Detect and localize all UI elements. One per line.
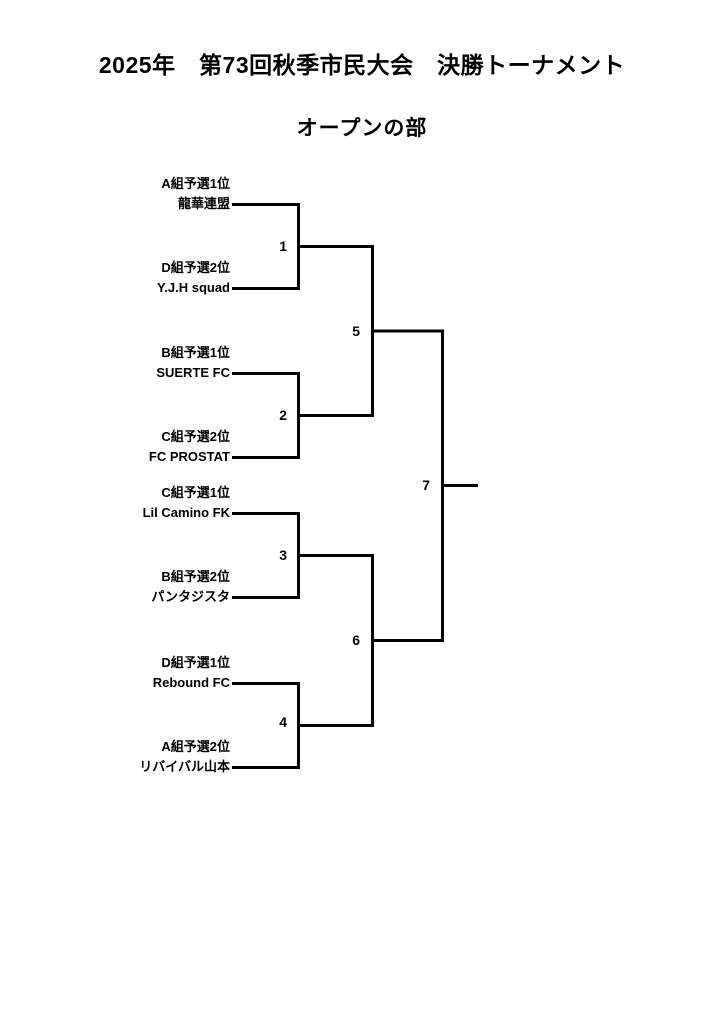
team-name: FC PROSTAT: [148, 449, 230, 464]
team-slot-c2: C組予選2位 FC PROSTAT: [149, 429, 230, 465]
team-seed: D組予選1位: [161, 655, 230, 670]
match-number-6: 6: [352, 632, 360, 648]
match-number-2: 2: [279, 407, 287, 423]
match-number-5: 5: [352, 323, 360, 339]
match-number-7: 7: [422, 477, 430, 493]
team-seed: C組予選2位: [161, 429, 230, 444]
team-name: Y.J.H squad: [157, 280, 230, 295]
match-6-lines: [371, 554, 443, 727]
team-name: パンタジスタ: [151, 589, 230, 604]
team-slot-b1: B組予選1位 SUERTE FC: [156, 345, 230, 381]
match-number-3: 3: [279, 547, 287, 563]
team-name: SUERTE FC: [156, 365, 230, 380]
team-slot-d2: D組予選2位 Y.J.H squad: [157, 260, 230, 296]
page-title: 2025年 第73回秋季市民大会 決勝トーナメント: [98, 52, 626, 78]
team-name: 龍華連盟: [177, 196, 230, 211]
match-number-4: 4: [279, 714, 287, 730]
team-slot-a1: A組予選1位 龍華連盟: [161, 176, 230, 212]
match-2-lines: [232, 372, 373, 459]
team-name: Lil Camino FK: [142, 505, 230, 520]
match-4-lines: [232, 682, 373, 769]
match-7-lines: [441, 329, 478, 642]
team-name: リバイバル山本: [139, 759, 230, 774]
team-slot-d1: D組予選1位 Rebound FC: [153, 655, 230, 691]
match-number-1: 1: [279, 238, 287, 254]
division-title: オープンの部: [296, 117, 428, 140]
team-seed: B組予選1位: [161, 345, 230, 360]
match-5-lines: [371, 245, 443, 417]
team-seed: A組予選2位: [161, 739, 230, 754]
team-slot-c1: C組予選1位 Lil Camino FK: [143, 485, 230, 521]
match-1-lines: [232, 203, 373, 290]
team-seed: D組予選2位: [161, 260, 230, 275]
team-seed: A組予選1位: [161, 176, 230, 191]
team-seed: C組予選1位: [161, 485, 230, 500]
team-name: Rebound FC: [152, 675, 230, 690]
team-seed: B組予選2位: [161, 569, 230, 584]
team-slot-b2: B組予選2位 パンタジスタ: [151, 569, 230, 605]
match-3-lines: [232, 512, 373, 599]
team-slot-a2: A組予選2位 リバイバル山本: [139, 739, 230, 775]
